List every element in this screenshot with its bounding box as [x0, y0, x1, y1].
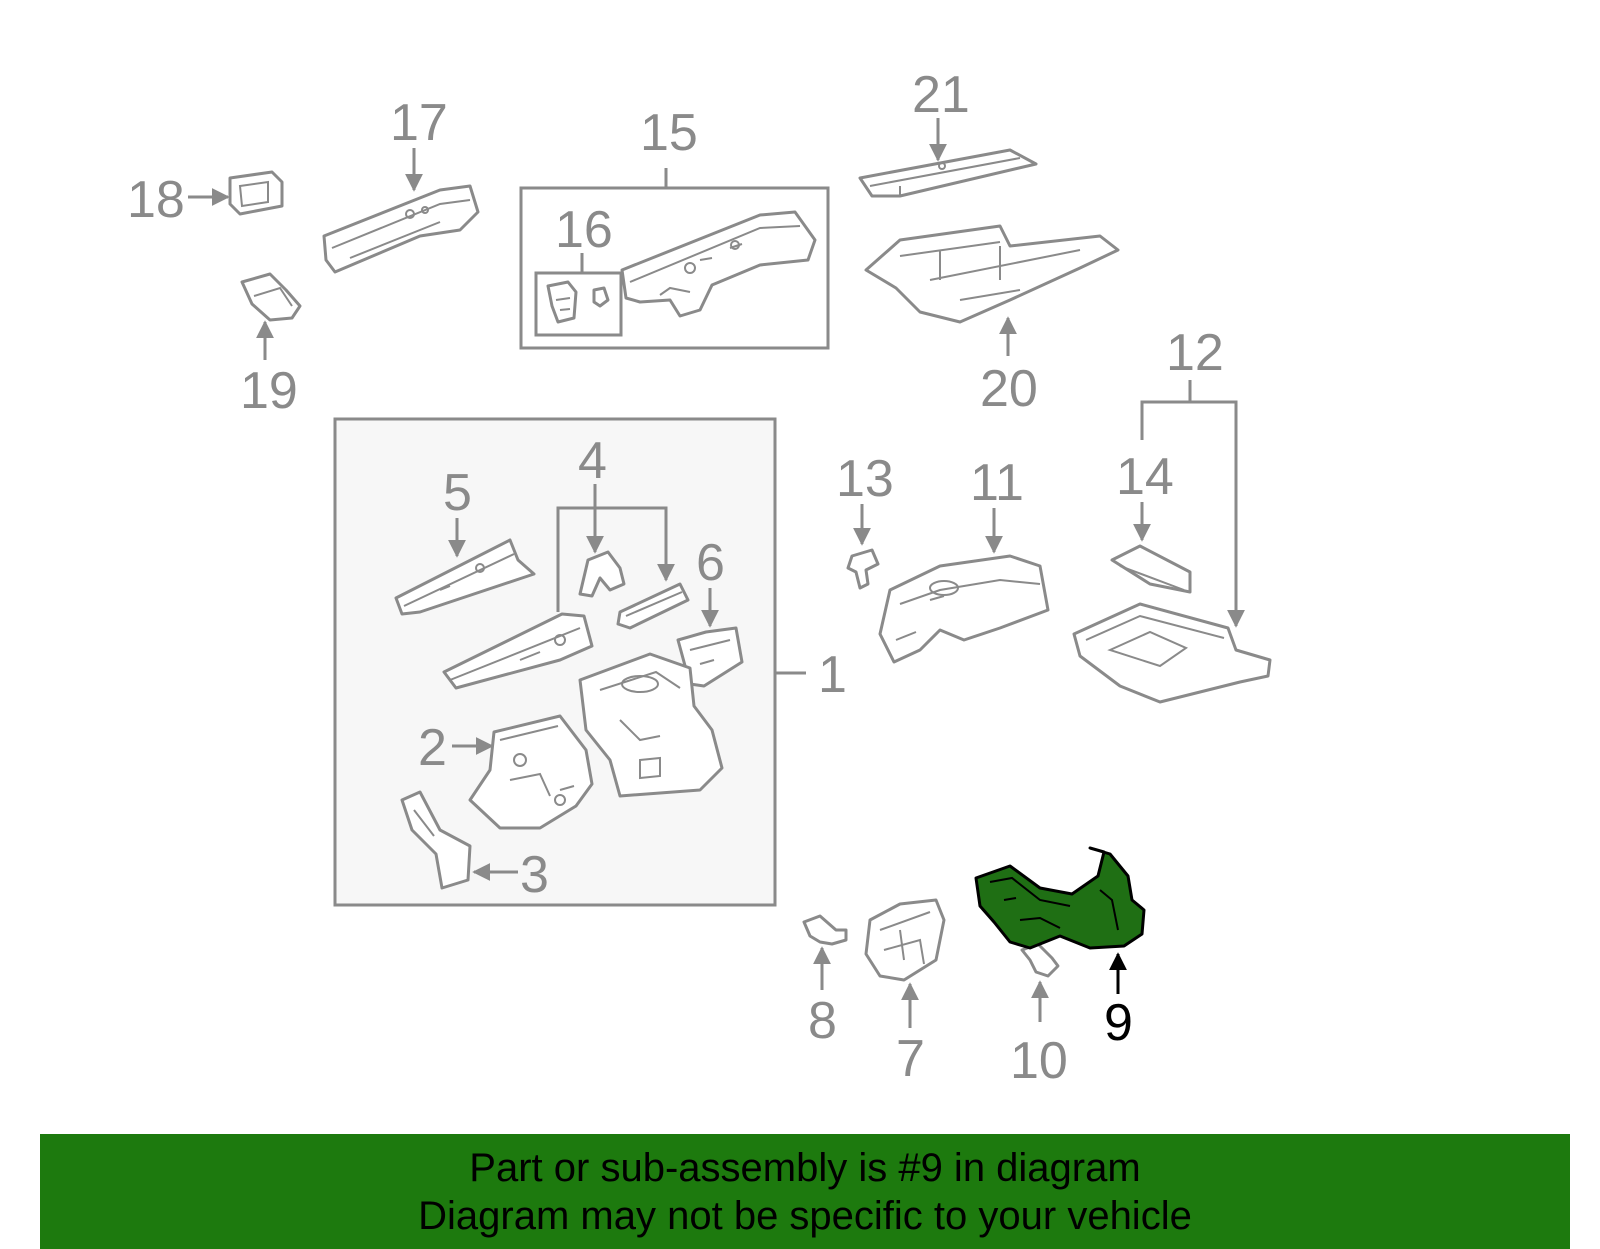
callout-15[interactable]: 15 — [640, 104, 698, 162]
part-5[interactable] — [394, 538, 536, 616]
part-3[interactable] — [400, 790, 472, 890]
part-17[interactable] — [322, 184, 480, 274]
callout-14[interactable]: 14 — [1116, 448, 1174, 506]
assembly-box-16 — [534, 271, 623, 337]
part-2[interactable] — [468, 714, 594, 830]
callout-21[interactable]: 21 — [912, 66, 970, 124]
callout-9[interactable]: 9 — [1104, 994, 1133, 1052]
callout-19[interactable]: 19 — [240, 362, 298, 420]
callout-1[interactable]: 1 — [818, 646, 847, 704]
part-8-clip[interactable] — [802, 914, 848, 946]
part-18[interactable] — [228, 170, 284, 216]
part-12[interactable] — [1072, 602, 1272, 704]
part-16[interactable] — [546, 280, 610, 324]
callout-16[interactable]: 16 — [555, 201, 613, 259]
part-1-apron[interactable] — [578, 652, 724, 798]
callout-20[interactable]: 20 — [980, 360, 1038, 418]
callout-3[interactable]: 3 — [520, 846, 549, 904]
leader-4-bracket — [556, 506, 675, 612]
callout-17[interactable]: 17 — [390, 94, 448, 152]
banner-line-1: Part or sub-assembly is #9 in diagram — [469, 1145, 1141, 1190]
callout-18[interactable]: 18 — [127, 171, 185, 229]
part-14[interactable] — [1110, 544, 1192, 594]
part-4[interactable] — [442, 550, 690, 690]
leader-12-bracket — [1140, 400, 1245, 628]
callout-2[interactable]: 2 — [418, 719, 447, 777]
callout-5[interactable]: 5 — [443, 464, 472, 522]
callout-13[interactable]: 13 — [836, 450, 894, 508]
part-9-highlighted[interactable] — [974, 846, 1146, 950]
callout-11[interactable]: 11 — [970, 454, 1024, 512]
callout-10[interactable]: 10 — [1010, 1032, 1068, 1090]
part-13-clip[interactable] — [846, 548, 880, 590]
part-21[interactable] — [858, 148, 1038, 198]
part-10-bolt[interactable] — [1020, 942, 1060, 978]
part-15[interactable] — [620, 210, 817, 318]
banner-line-2: Diagram may not be specific to your vehi… — [418, 1193, 1192, 1238]
part-19[interactable] — [240, 272, 302, 322]
callout-4[interactable]: 4 — [578, 432, 607, 490]
part-11[interactable] — [878, 554, 1050, 664]
part-7[interactable] — [864, 898, 946, 982]
notice-banner: Part or sub-assembly is #9 in diagram Di… — [40, 1134, 1570, 1249]
callout-6[interactable]: 6 — [696, 534, 725, 592]
callout-8[interactable]: 8 — [808, 992, 837, 1050]
callout-12[interactable]: 12 — [1166, 324, 1224, 382]
part-20[interactable] — [864, 224, 1120, 324]
callout-7[interactable]: 7 — [896, 1030, 925, 1088]
